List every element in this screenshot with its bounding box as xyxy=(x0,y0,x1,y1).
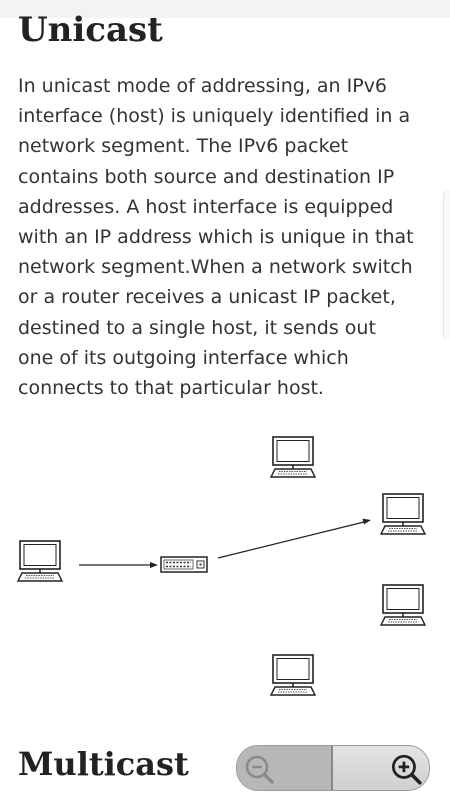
packet-path-arrow xyxy=(217,518,371,559)
paragraph-line: network segment. The IPv6 packet xyxy=(18,135,349,158)
zoom-in-icon xyxy=(391,754,422,785)
zoom-out-button[interactable] xyxy=(237,746,333,790)
zoom-out-icon xyxy=(245,755,274,784)
zoom-control xyxy=(236,745,430,791)
paragraph-line: destined to a single host, it sends out xyxy=(18,316,376,339)
paragraph-line: interface (host) is uniquely identified … xyxy=(18,105,411,128)
scroll-edge-handle[interactable] xyxy=(443,190,450,340)
network-switch-icon xyxy=(160,556,208,573)
computer-icon xyxy=(270,436,316,478)
paragraph-line: addresses. A host interface is equipped xyxy=(18,195,394,218)
computer-icon xyxy=(380,584,426,626)
zoom-in-button[interactable] xyxy=(333,746,429,790)
computer-icon xyxy=(270,654,316,696)
paragraph-line: or a router receives a unicast IP packet… xyxy=(18,286,396,309)
next-section-title: Multicast xyxy=(18,745,189,783)
unicast-diagram xyxy=(17,436,426,696)
top-status-strip xyxy=(0,0,450,18)
packet-path-arrow xyxy=(79,562,158,568)
computer-icon xyxy=(17,540,63,582)
computer-icon xyxy=(380,493,426,535)
paragraph-line: connects to that particular host. xyxy=(18,377,324,400)
unicast-description: In unicast mode of addressing, an IPv6 i… xyxy=(18,71,436,403)
paragraph-line: one of its outgoing interface which xyxy=(18,346,349,369)
paragraph-line: In unicast mode of addressing, an IPv6 xyxy=(18,75,388,97)
paragraph-line: contains both source and destination IP xyxy=(18,165,395,188)
paragraph-line: with an IP address which is unique in th… xyxy=(18,226,414,249)
section-title: Unicast xyxy=(18,10,163,50)
paragraph-line: network segment.When a network switch xyxy=(18,256,413,279)
